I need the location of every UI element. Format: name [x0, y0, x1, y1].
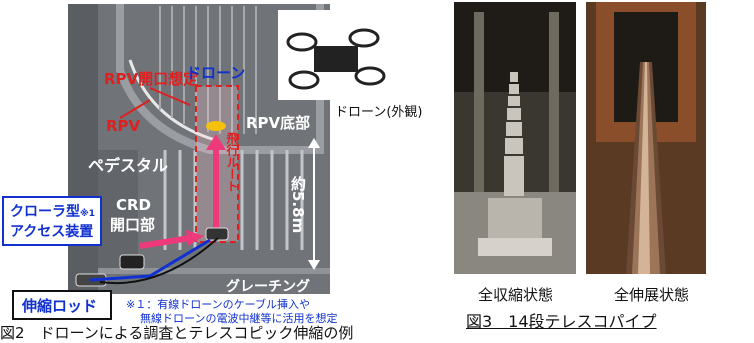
- photo-extended: [586, 2, 706, 274]
- caption-extended: 全伸展状態: [614, 286, 690, 304]
- note-line-1: ※１：有線ドローンのケーブル挿入や: [126, 298, 311, 311]
- containment-wall: [68, 4, 98, 294]
- grating-floor: [98, 268, 330, 274]
- note-line-2: 無線ドローンの電波中継等に活用を想定: [140, 312, 338, 325]
- flight-arrow-head: [206, 134, 226, 150]
- rpv-lower-head: [128, 59, 216, 142]
- label-rpv: RPV: [106, 117, 141, 135]
- height-arrow-top: [308, 138, 320, 148]
- label-crd-1: CRD: [116, 196, 152, 214]
- caption-retracted: 全収縮状態: [478, 286, 554, 304]
- drone-survey-diagram: RPV開口想定 ドローン ドローン(外観) RPV RPV底部 ペデスタル 飛行…: [0, 4, 423, 342]
- telescopic-pipe-figure: 全収縮状態 全伸展状態 図3 14段テレスコパイプ: [440, 0, 754, 332]
- figure2-caption: 図2 ドローンによる調査とテレスコピック伸縮の例: [0, 324, 354, 342]
- drone-rotor: [354, 66, 386, 86]
- label-drone-external: ドローン(外観): [335, 105, 423, 120]
- drone-rotor: [288, 70, 320, 90]
- drone-rotor: [348, 28, 380, 48]
- retracted-pipe-image: [454, 2, 576, 274]
- label-crawler-2: アクセス装置: [10, 224, 94, 240]
- rod-label-box: 伸縮ロッド: [12, 290, 112, 320]
- label-flight-route: 飛行ルート: [225, 132, 239, 192]
- reactor-schematic: [68, 4, 386, 294]
- drone-marker: [206, 121, 226, 131]
- label-rpv-bottom: RPV底部: [246, 114, 311, 132]
- cable: [99, 237, 219, 284]
- label-rpv-open-assumed: RPV開口想定: [104, 70, 199, 88]
- crawler-device: [119, 254, 145, 270]
- access-arrow-head: [186, 230, 204, 246]
- crawler-label-box: クローラ型※1 アクセス装置: [2, 196, 102, 246]
- label-crawler-note: ※1: [80, 209, 96, 219]
- crd-housings: [163, 150, 304, 250]
- label-drone: ドローン: [186, 64, 246, 82]
- label-grating: グレーチング: [226, 279, 310, 295]
- drone-body: [314, 46, 358, 72]
- label-crd-2: 開口部: [110, 216, 156, 234]
- label-telescopic-rod: 伸縮ロッド: [22, 297, 98, 315]
- figure3-caption: 図3 14段テレスコパイプ: [466, 312, 657, 331]
- pedestal: [98, 150, 138, 270]
- upper-pipes: [159, 6, 257, 134]
- label-crawler-1: クローラ型: [10, 204, 80, 220]
- height-arrow-bottom: [308, 260, 320, 270]
- label-height: 約5.8m: [289, 176, 307, 234]
- telescopic-rod: [89, 238, 211, 282]
- drone-rotor: [286, 32, 318, 52]
- label-pedestal: ペデスタル: [88, 156, 169, 175]
- extended-pipe-image: [586, 2, 706, 274]
- access-arrow: [139, 235, 191, 249]
- photo-retracted: [454, 2, 576, 274]
- rpv-open-arrow: [149, 87, 191, 106]
- rpv-arrow: [119, 99, 151, 119]
